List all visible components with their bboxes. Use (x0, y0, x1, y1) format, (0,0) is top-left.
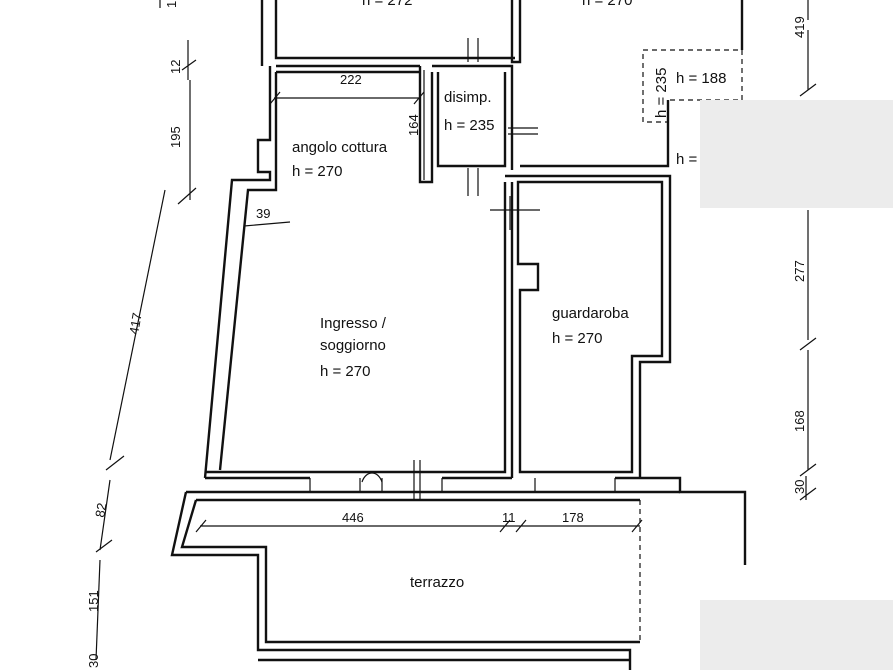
dim-left-30: 30 (86, 654, 101, 668)
dim-left-82: 82 (92, 502, 109, 519)
hallway-height: h = 235 (444, 117, 494, 134)
dim-width-222: 222 (340, 72, 362, 87)
blurred-watermark-top (700, 100, 893, 208)
right-room-height-partial: h = (676, 151, 698, 168)
kitchen-height: h = 270 (292, 163, 342, 180)
dimension-lines (95, 0, 817, 661)
dim-left-151: 151 (86, 590, 101, 612)
hallway-label: disimp. (444, 89, 492, 106)
living-label-line2: soggiorno (320, 337, 386, 354)
dim-left-12: 12 (168, 60, 183, 74)
dim-right-168: 168 (792, 410, 807, 432)
living-height: h = 270 (320, 363, 370, 380)
dim-bottom-178: 178 (562, 510, 584, 525)
wardrobe-label: guardaroba (552, 305, 629, 322)
terrace-label: terrazzo (410, 574, 464, 591)
dim-left-417: 417 (126, 312, 145, 336)
small-bath-height-vertical: h = 235 (653, 68, 670, 118)
dim-right-30: 30 (792, 480, 807, 494)
dim-bottom-11: 11 (502, 510, 516, 525)
dim-left-195: 195 (168, 126, 183, 148)
kitchen-label: angolo cottura (292, 139, 388, 156)
top-left-room-height: h = 272 (362, 0, 412, 9)
wardrobe-height: h = 270 (552, 330, 602, 347)
dim-corner-39: 39 (256, 206, 270, 221)
dim-right-419: 419 (792, 16, 807, 38)
dim-top-left-1: 1 (164, 1, 179, 8)
dim-height-164: 164 (406, 114, 421, 136)
living-label-line1: Ingresso / (320, 315, 387, 332)
top-right-room-height: h = 270 (582, 0, 632, 9)
blurred-watermark-bottom (700, 600, 893, 670)
dim-bottom-446: 446 (342, 510, 364, 525)
openings (361, 38, 540, 500)
small-bath-height: h = 188 (676, 70, 726, 87)
dim-right-277: 277 (792, 260, 807, 282)
walls (170, 0, 747, 670)
